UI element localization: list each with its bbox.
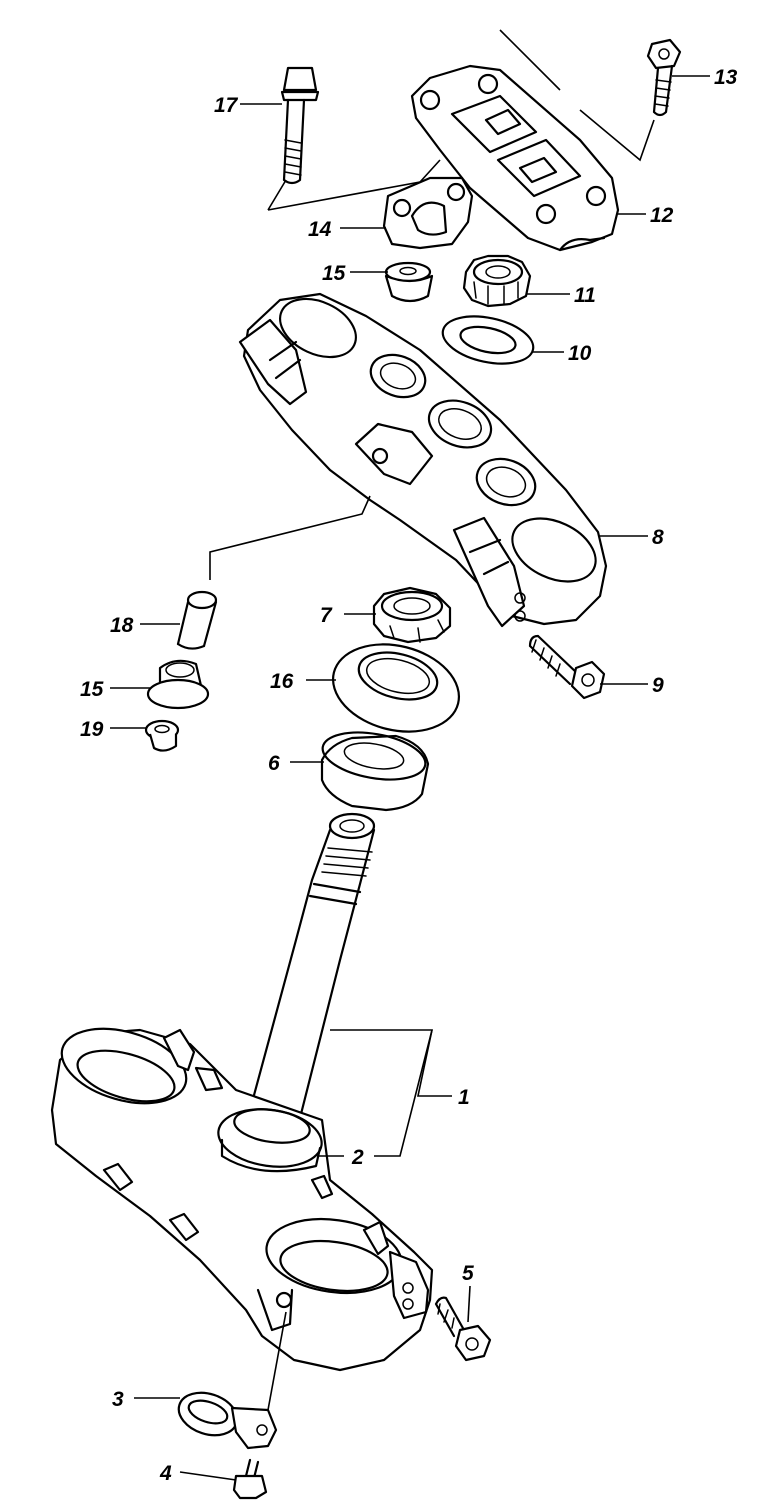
bolt-9 [528, 634, 606, 700]
label-11: 11 [574, 284, 596, 307]
label-10: 10 [568, 342, 592, 365]
label-2: 2 [351, 1146, 364, 1169]
alignment-line-bottom [267, 1311, 287, 1411]
rubber-cap-15-lower [146, 659, 210, 710]
grommet-19 [144, 719, 180, 752]
label-1: 1 [458, 1086, 470, 1109]
bolt-5 [434, 1296, 492, 1362]
clamp-half-14 [382, 176, 474, 250]
label-3: 3 [112, 1388, 124, 1411]
label-19: 19 [80, 718, 104, 741]
leader-lines [110, 75, 710, 1481]
label-16: 16 [270, 670, 294, 693]
label-4: 4 [159, 1462, 172, 1485]
label-8: 8 [652, 526, 664, 549]
rubber-cap-15-top [384, 261, 434, 303]
bearing-6 [320, 731, 430, 812]
label-9: 9 [652, 674, 664, 697]
label-12: 12 [650, 204, 674, 227]
bolt-17 [280, 66, 320, 185]
washer-10 [441, 315, 535, 365]
stem-nut-11 [462, 254, 532, 308]
label-15-top: 15 [322, 262, 346, 285]
label-13: 13 [714, 66, 738, 89]
clamp-ring-3 [177, 1391, 278, 1450]
upper-bracket-8 [238, 292, 608, 628]
label-5: 5 [462, 1262, 474, 1285]
top-clamp-12 [410, 64, 620, 252]
label-17: 17 [214, 94, 239, 117]
collar-18 [176, 590, 218, 650]
bolt-13 [646, 38, 682, 117]
dust-seal-16 [331, 643, 461, 733]
bolt-4 [232, 1458, 268, 1500]
part-labels: 17 13 12 14 15 11 10 8 9 7 16 6 18 15 19… [80, 66, 738, 1485]
lower-bracket-1 [50, 812, 434, 1372]
alignment-line-middle [209, 495, 371, 580]
label-6: 6 [268, 752, 280, 775]
lock-nut-7 [372, 586, 452, 644]
label-14: 14 [308, 218, 332, 241]
label-15-lower: 15 [80, 678, 104, 701]
label-7: 7 [320, 604, 333, 627]
label-18: 18 [110, 614, 134, 637]
